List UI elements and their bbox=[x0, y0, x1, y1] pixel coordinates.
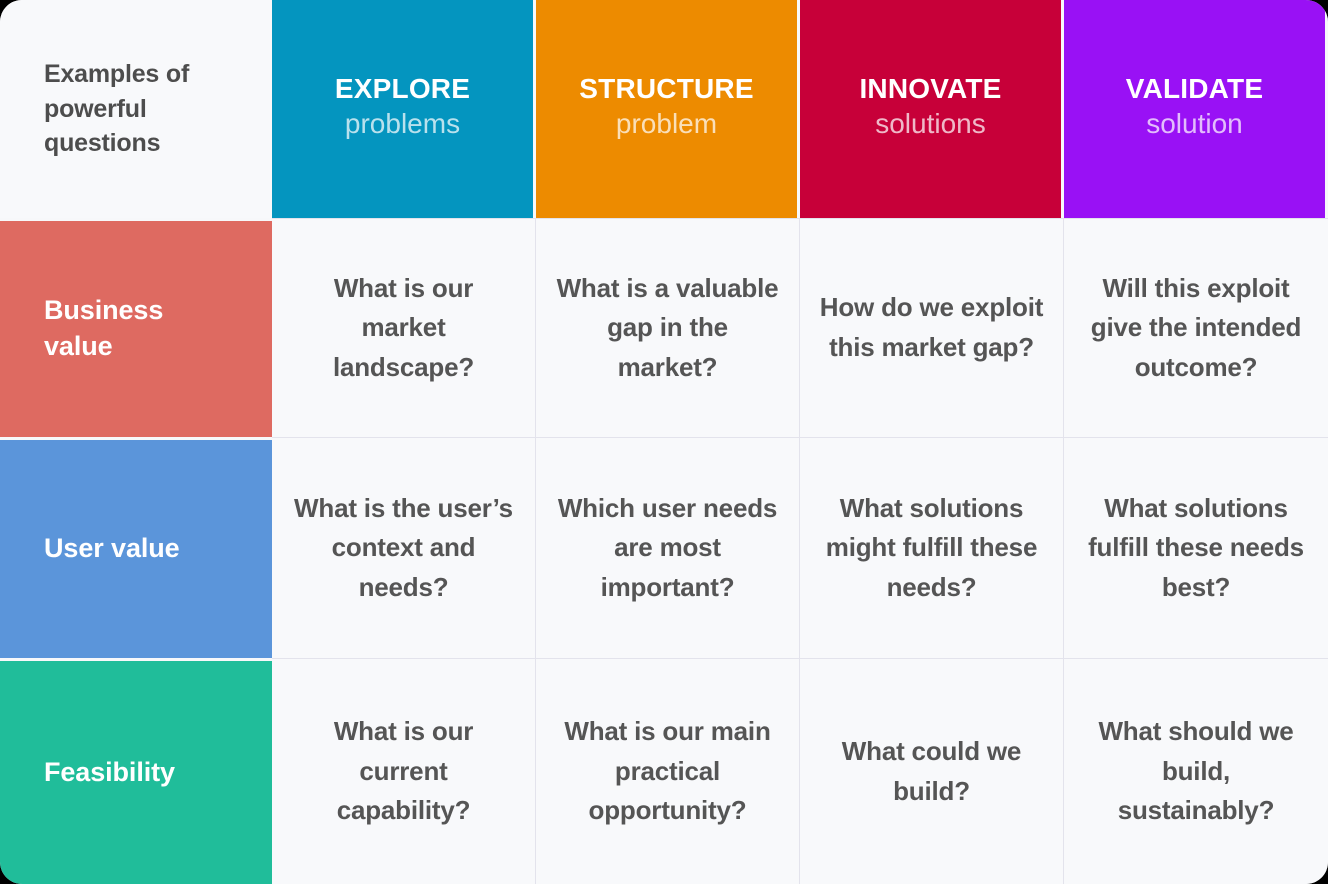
row-header-business-value-label: Business value bbox=[44, 295, 164, 361]
row-header-feasibility: Feasibility bbox=[0, 658, 272, 884]
cell-feasibility-explore: What is our current capability? bbox=[272, 658, 536, 884]
cell-business-value-explore: What is our market landscape? bbox=[272, 218, 536, 437]
column-header-structure-subtitle: problem bbox=[615, 108, 718, 140]
row-header-business-value: Business value bbox=[0, 218, 272, 437]
column-header-validate: VALIDATE solution bbox=[1064, 0, 1328, 218]
cell-feasibility-validate: What should we build, sustainably? bbox=[1064, 658, 1328, 884]
question-text: What is our market landscape? bbox=[332, 272, 475, 382]
question-text: What should we build, sustainably? bbox=[1098, 716, 1294, 826]
matrix-corner-header: Examples of powerful questions bbox=[0, 0, 272, 218]
column-header-validate-title: VALIDATE bbox=[1125, 73, 1264, 105]
column-header-validate-subtitle: solution bbox=[1146, 108, 1243, 140]
column-header-innovate-title: INNOVATE bbox=[859, 73, 1002, 105]
cell-business-value-innovate: How do we exploit this market gap? bbox=[800, 218, 1064, 437]
column-header-innovate-subtitle: solutions bbox=[875, 108, 986, 140]
cell-user-value-structure: Which user needs are most important? bbox=[536, 437, 800, 658]
row-header-feasibility-label: Feasibility bbox=[44, 756, 175, 787]
matrix-title: Examples of powerful questions bbox=[44, 60, 190, 158]
column-header-structure-title: STRUCTURE bbox=[579, 73, 754, 105]
question-text: What is the user’s context and needs? bbox=[294, 492, 513, 602]
question-text: Will this exploit give the intended outc… bbox=[1090, 272, 1302, 382]
cell-user-value-explore: What is the user’s context and needs? bbox=[272, 437, 536, 658]
column-header-structure: STRUCTURE problem bbox=[536, 0, 800, 218]
row-header-user-value-label: User value bbox=[44, 533, 180, 564]
cell-feasibility-structure: What is our main practical opportunity? bbox=[536, 658, 800, 884]
column-header-innovate: INNOVATE solutions bbox=[800, 0, 1064, 218]
cell-feasibility-innovate: What could we build? bbox=[800, 658, 1064, 884]
question-text: What solutions might fulfill these needs… bbox=[825, 492, 1038, 602]
column-header-explore-subtitle: problems bbox=[344, 108, 461, 140]
question-text: What solutions fulfill these needs best? bbox=[1088, 492, 1304, 602]
cell-user-value-innovate: What solutions might fulfill these needs… bbox=[800, 437, 1064, 658]
question-text: How do we exploit this market gap? bbox=[819, 292, 1044, 362]
row-header-user-value: User value bbox=[0, 437, 272, 658]
cell-business-value-validate: Will this exploit give the intended outc… bbox=[1064, 218, 1328, 437]
column-header-explore: EXPLORE problems bbox=[272, 0, 536, 218]
question-text: What is our current capability? bbox=[333, 716, 474, 826]
question-text: Which user needs are most important? bbox=[557, 492, 778, 602]
question-text: What is a valuable gap in the market? bbox=[556, 272, 779, 382]
column-header-explore-title: EXPLORE bbox=[334, 73, 471, 105]
question-text: What could we build? bbox=[841, 735, 1022, 806]
cell-user-value-validate: What solutions fulfill these needs best? bbox=[1064, 437, 1328, 658]
question-text: What is our main practical opportunity? bbox=[564, 716, 771, 826]
cell-business-value-structure: What is a valuable gap in the market? bbox=[536, 218, 800, 437]
